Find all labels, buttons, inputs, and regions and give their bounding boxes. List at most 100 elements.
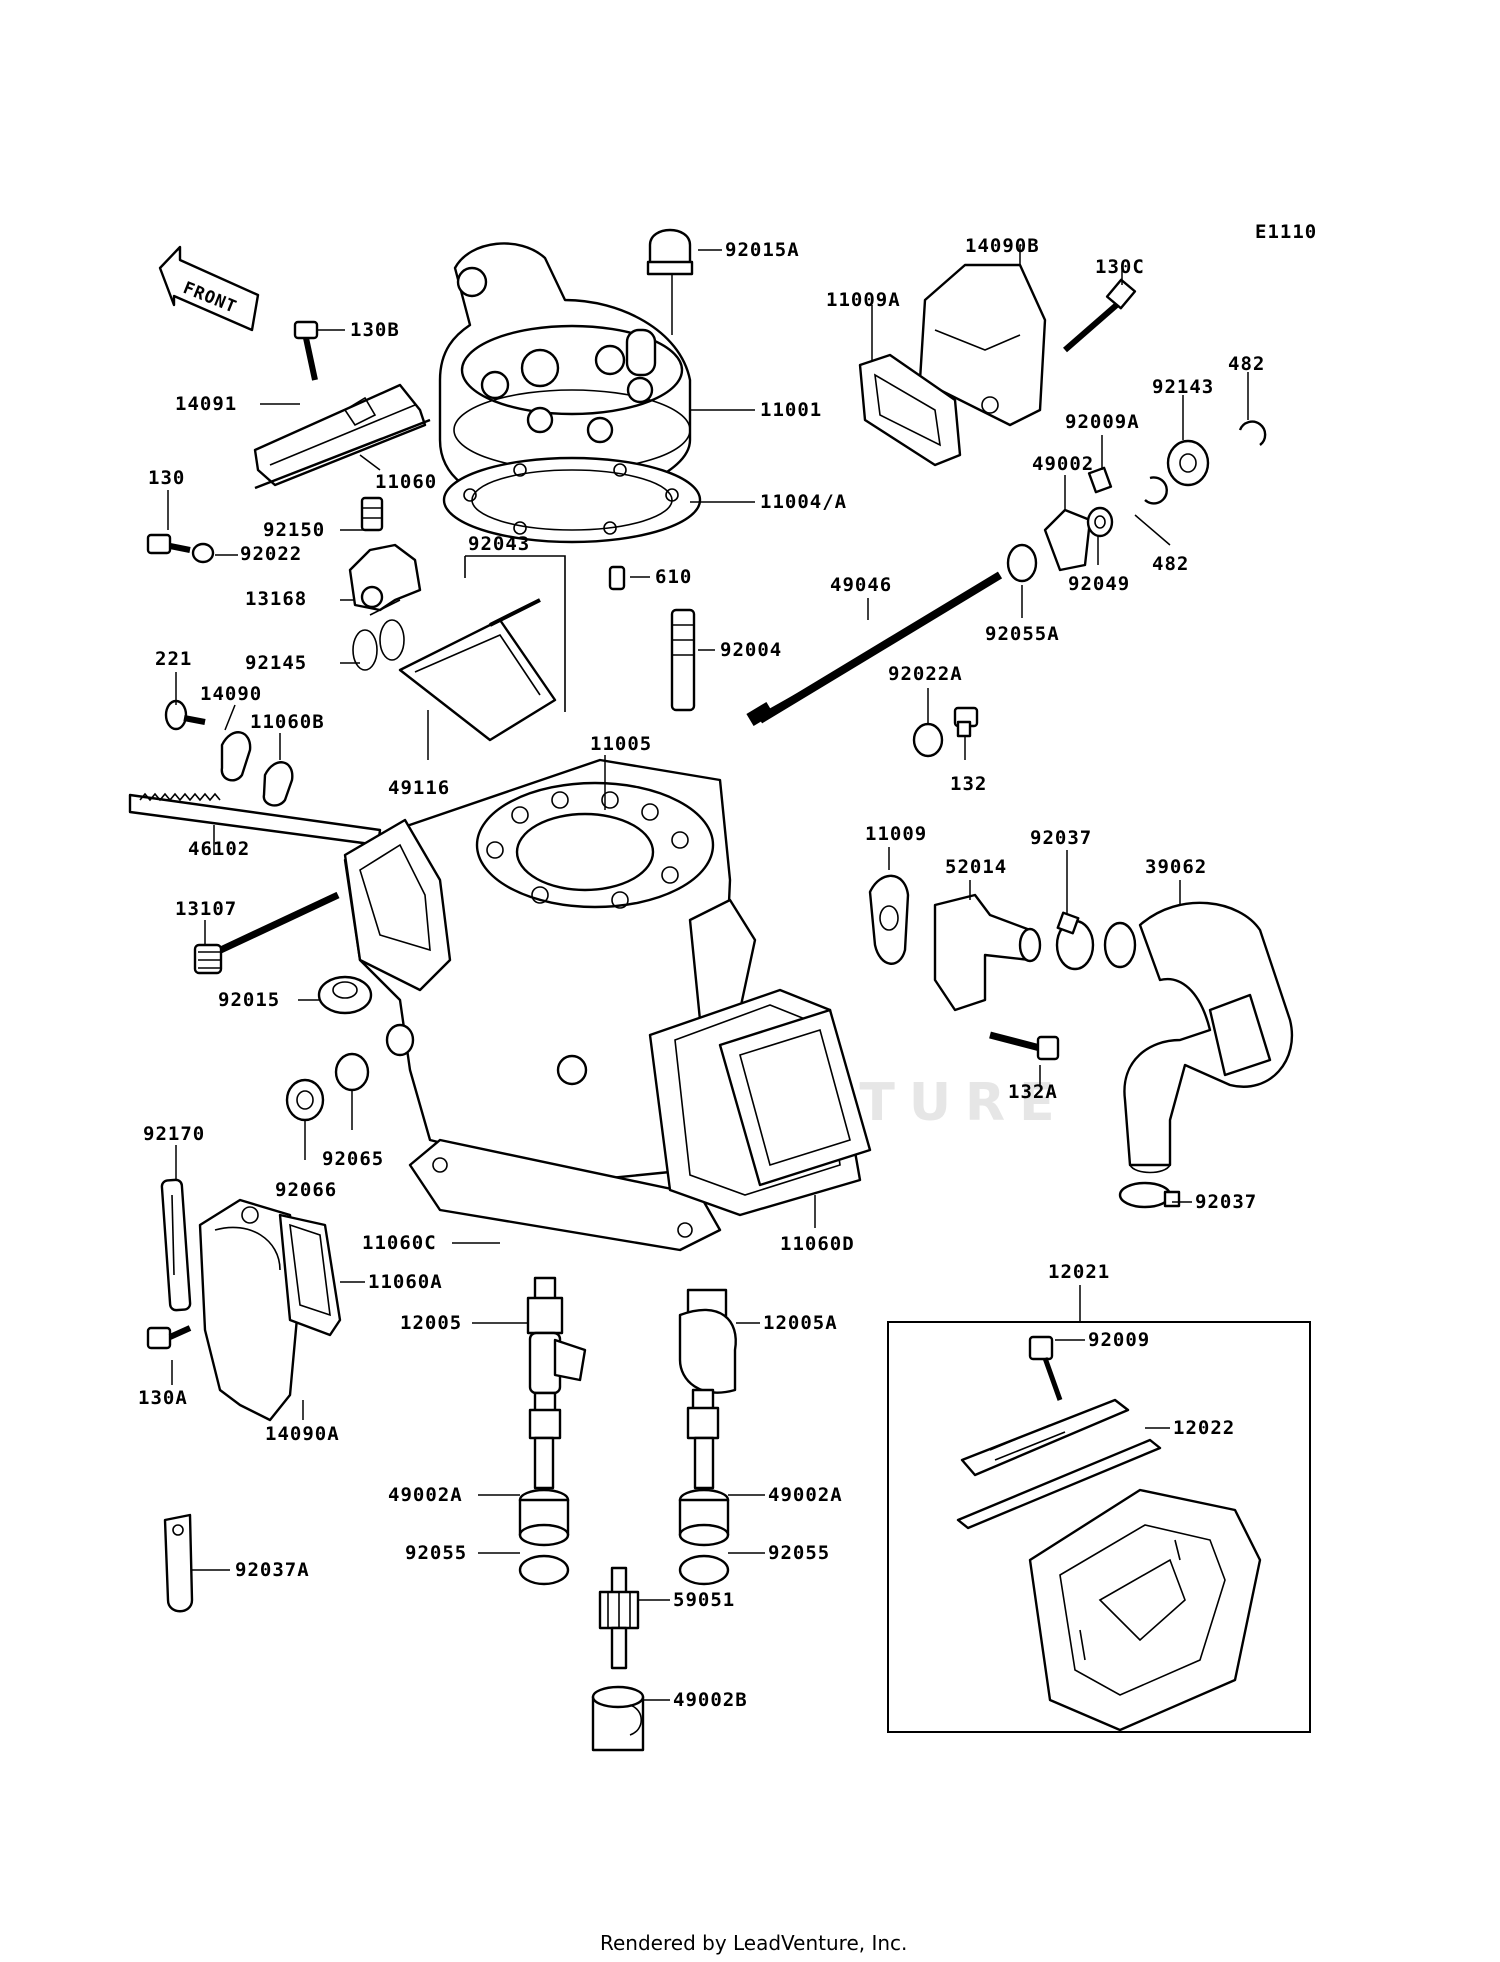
cover-14090A-part	[198, 1198, 302, 1422]
callout-130B: 130B	[350, 319, 400, 341]
callout-12022: 12022	[1173, 1417, 1235, 1439]
clamp-92037-top-part	[1055, 911, 1095, 971]
rod-49046-part	[746, 571, 1003, 727]
callout-11001: 11001	[760, 399, 822, 421]
callout-49002A-right: 49002A	[768, 1484, 843, 1506]
callout-11009A: 11009A	[826, 289, 901, 311]
acorn-nut-92015A-part	[646, 228, 694, 276]
callout-92049: 92049	[1068, 573, 1130, 595]
callout-92143: 92143	[1152, 376, 1214, 398]
callout-482-bottom: 482	[1152, 553, 1189, 575]
callout-12005: 12005	[400, 1312, 462, 1334]
callout-14091: 14091	[175, 393, 237, 415]
gasket-11060D-part	[648, 988, 872, 1217]
callout-92043: 92043	[468, 533, 530, 555]
callout-610: 610	[655, 566, 692, 588]
washer-92022-part	[191, 542, 215, 564]
o-ring-92055-right-part	[678, 1554, 730, 1586]
bolt-132A-part	[989, 1031, 1060, 1061]
bolt-130C-part	[1063, 278, 1137, 353]
bolt-130A-part	[146, 1325, 192, 1350]
callout-11009: 11009	[865, 823, 927, 845]
screw-92150-part	[360, 496, 384, 532]
screw-92009-part	[1028, 1335, 1063, 1401]
gasket-11009-part	[868, 874, 910, 965]
callout-92037A: 92037A	[235, 1559, 310, 1581]
plate-14090-part	[220, 731, 252, 782]
callout-49002A-left: 49002A	[388, 1484, 463, 1506]
callout-92015A: 92015A	[725, 239, 800, 261]
callout-11060C: 11060C	[362, 1232, 437, 1254]
callout-14090B: 14090B	[965, 235, 1040, 257]
callout-92170: 92170	[143, 1123, 205, 1145]
plate-92170-part	[160, 1178, 192, 1312]
callout-92066: 92066	[275, 1179, 337, 1201]
rack-46102-part	[128, 792, 382, 847]
callout-92015: 92015	[218, 989, 280, 1011]
fitting-52014-part	[933, 893, 1042, 1012]
callout-11004A: 11004/A	[760, 491, 847, 513]
seal-92049-part	[1086, 506, 1114, 538]
bush-49002-part	[1043, 508, 1092, 572]
callout-46102: 46102	[188, 838, 250, 860]
valve-49116-assembly	[398, 555, 566, 742]
gear-shaft-13107-part	[193, 891, 340, 975]
callout-92004: 92004	[720, 639, 782, 661]
plug-92066-part	[285, 1078, 325, 1122]
screw-221-part	[164, 699, 206, 731]
callout-92145: 92145	[245, 652, 307, 674]
callout-92009: 92009	[1088, 1329, 1150, 1351]
callout-92009A: 92009A	[1065, 411, 1140, 433]
callout-92022A: 92022A	[888, 663, 963, 685]
callout-482-top: 482	[1228, 353, 1265, 375]
bolt-130-part	[146, 533, 191, 555]
pin-610-part	[608, 565, 626, 591]
clip-482-a-part	[1238, 420, 1267, 446]
callout-59051: 59051	[673, 1589, 735, 1611]
screw-92009A-part	[1087, 466, 1113, 494]
callout-92055-right: 92055	[768, 1542, 830, 1564]
callout-52014: 52014	[945, 856, 1007, 878]
callout-92022: 92022	[240, 543, 302, 565]
callout-92150: 92150	[263, 519, 325, 541]
diagram-code: E1110	[1255, 221, 1317, 243]
part-92143	[1166, 439, 1210, 487]
front-arrow-icon: FRONT	[158, 245, 260, 332]
cylinder-head-part	[438, 242, 692, 502]
clamp-92037-bottom-part	[1118, 1181, 1181, 1209]
callout-130A: 130A	[138, 1387, 188, 1409]
head-gasket-part	[442, 456, 702, 544]
callout-92065: 92065	[322, 1148, 384, 1170]
washer-small-part	[385, 1023, 415, 1057]
callout-13107: 13107	[175, 898, 237, 920]
callout-14090A: 14090A	[265, 1423, 340, 1445]
o-ring-hose-part	[1103, 921, 1137, 969]
reed-cage-part	[1028, 1488, 1262, 1732]
callout-labels: 92015A 14090B 130C 11009A 130B 14091 110…	[138, 235, 1265, 1711]
callout-221: 221	[155, 648, 192, 670]
footer-credit: Rendered by LeadVenture, Inc.	[600, 1931, 907, 1955]
reed-stopper-12022-part	[956, 1398, 1162, 1530]
callout-39062: 39062	[1145, 856, 1207, 878]
callout-11060: 11060	[375, 471, 437, 493]
callout-12021: 12021	[1048, 1261, 1110, 1283]
callout-11060D: 11060D	[780, 1233, 855, 1255]
stud-92004-part	[670, 608, 696, 712]
gear-59051-part	[598, 1566, 640, 1670]
callout-49002: 49002	[1032, 453, 1094, 475]
bush-49002A-right-part	[678, 1488, 730, 1547]
callout-49116: 49116	[388, 777, 450, 799]
washer-92065-part	[334, 1052, 370, 1092]
callout-132A: 132A	[1008, 1081, 1058, 1103]
bolt-132-part	[953, 706, 979, 738]
callout-11005: 11005	[590, 733, 652, 755]
callout-13168: 13168	[245, 588, 307, 610]
o-ring-92055-left-part	[518, 1554, 570, 1586]
gasket-11060A-part	[278, 1213, 342, 1337]
callout-14090: 14090	[200, 683, 262, 705]
reed-valve-box	[887, 1321, 1311, 1733]
nut-92015-part	[317, 975, 373, 1015]
part-92037A	[163, 1513, 194, 1613]
bush-49002A-left-part	[518, 1488, 570, 1547]
